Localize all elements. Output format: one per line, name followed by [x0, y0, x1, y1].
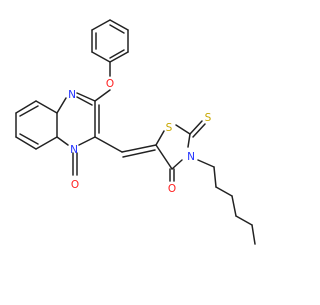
bond	[35, 100, 58, 114]
bond	[187, 133, 191, 148]
bond	[109, 49, 125, 59]
bond	[213, 166, 217, 188]
bond	[171, 159, 183, 170]
bond	[94, 89, 111, 102]
bond	[109, 51, 129, 63]
bond	[19, 105, 39, 117]
atom-n-ring-bridge: N	[70, 144, 78, 156]
atom-o-phenoxy: O	[106, 78, 114, 90]
bond	[215, 186, 233, 197]
atom-s-thione: S	[205, 112, 212, 124]
molecule-canvas: O N N O S S N O	[15, 19, 256, 245]
bond	[91, 51, 111, 63]
bond	[235, 215, 253, 226]
bond	[15, 100, 37, 114]
atom-o-carbonyl-right: O	[168, 183, 176, 195]
bonds	[15, 19, 256, 245]
bond	[91, 19, 111, 31]
bond	[197, 159, 215, 168]
bond	[121, 144, 157, 153]
bond	[56, 136, 69, 146]
bond	[109, 24, 125, 34]
bond	[189, 120, 203, 135]
atom-n-thiazolidine: N	[187, 151, 195, 163]
bond	[35, 136, 58, 150]
atom-s-ring: S	[166, 122, 173, 134]
atom-labels: O N N O S S N O	[68, 78, 212, 195]
bond	[94, 136, 123, 153]
bond	[231, 195, 237, 217]
bond	[175, 124, 191, 135]
bond	[122, 149, 156, 158]
bond	[76, 92, 96, 102]
atom-o-carbonyl-left: O	[71, 179, 79, 191]
bond	[76, 96, 93, 106]
bond	[56, 97, 67, 114]
bond	[15, 136, 37, 150]
bond	[251, 224, 256, 245]
bond	[109, 19, 129, 31]
bond	[19, 133, 39, 145]
bond	[78, 136, 96, 146]
molecule-structure: O N N O S S N O	[15, 19, 256, 245]
bond	[155, 144, 173, 170]
bond	[192, 123, 206, 138]
atom-n-ring-top: N	[68, 89, 76, 101]
bond	[155, 130, 165, 146]
